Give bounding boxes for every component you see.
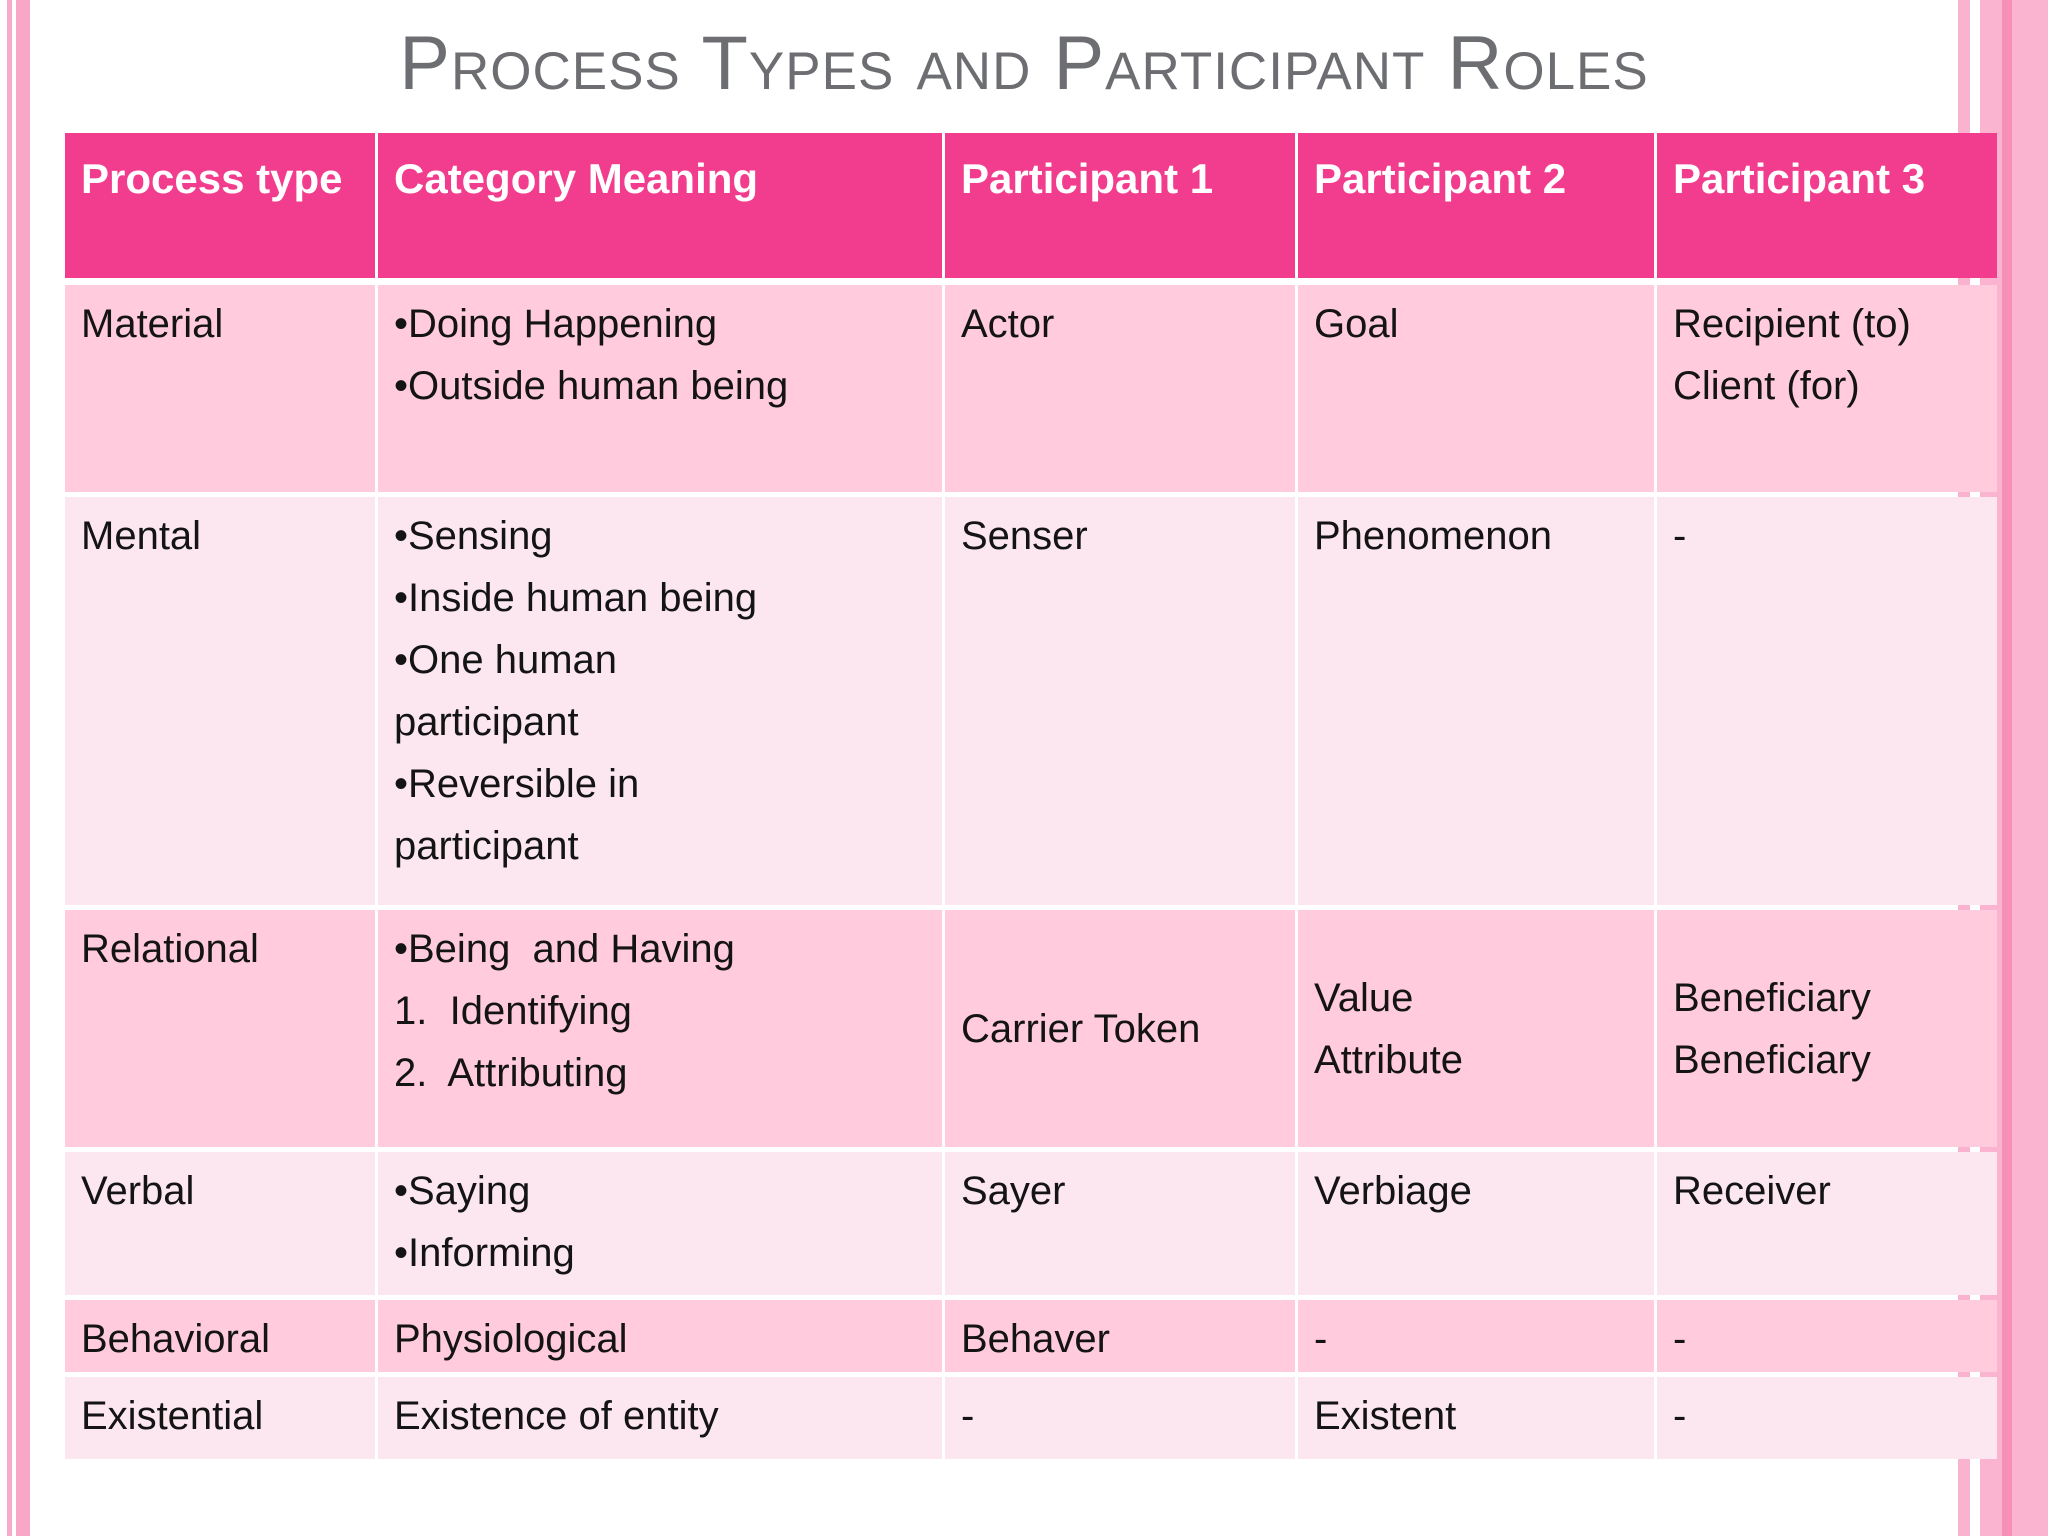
cell-line: •Saying xyxy=(394,1169,531,1213)
table-row: Verbal •Saying •Informing Sayer Verbiage Rece… xyxy=(65,1152,1997,1295)
cell-line: Value xyxy=(1314,975,1414,1020)
cell-line: Beneficiary xyxy=(1673,1037,1871,1082)
table-cell: •Sensing •Inside human being •One human par… xyxy=(378,497,942,905)
cell-line: Actor xyxy=(961,302,1055,346)
cell-line: Relational xyxy=(81,927,259,971)
table-cell: •Saying •Informing xyxy=(378,1152,942,1295)
left-border-stripe-thin xyxy=(7,0,12,1536)
table-cell: Material xyxy=(65,285,375,492)
slide-title: Process Types and Participant Roles xyxy=(399,21,1649,106)
table-cell: - xyxy=(1298,1300,1654,1372)
left-border-stripe-thick xyxy=(16,0,30,1536)
cell-line: •Sensing xyxy=(394,514,553,558)
table-cell: Existential xyxy=(65,1377,375,1459)
cell-line: Verbal xyxy=(81,1169,195,1213)
table-cell: Behaver xyxy=(945,1300,1295,1372)
header-cell-4: Participant 3 xyxy=(1657,133,1997,278)
table-row: Behavioral Physiological Behaver - - xyxy=(65,1300,1997,1372)
cell-line: Senser xyxy=(961,514,1088,558)
cell-line: Beneficiary xyxy=(1673,975,1871,1020)
table-cell: •Being and Having 1. Identifying 2. Attrib… xyxy=(378,910,942,1147)
table-cell: Goal xyxy=(1298,285,1654,492)
table-row: Existential Existence of entity - Existent - xyxy=(65,1377,1997,1459)
cell-line: Material xyxy=(81,302,224,346)
table-cell: Existent xyxy=(1298,1377,1654,1459)
cell-line: Phenomenon xyxy=(1314,514,1552,558)
table-cell: Physiological xyxy=(378,1300,942,1372)
header-cell-1: Category Meaning xyxy=(378,133,942,278)
cell-line: - xyxy=(1673,1317,1687,1361)
cell-line: - xyxy=(1673,514,1687,558)
cell-line: participant xyxy=(394,824,579,868)
cell-line: participant xyxy=(394,700,579,744)
cell-line: •Outside human being xyxy=(394,364,789,408)
cell-line: Existent xyxy=(1314,1394,1457,1438)
cell-line: Behavioral xyxy=(81,1317,271,1361)
table-cell: Sayer xyxy=(945,1152,1295,1295)
table-row: Material •Doing Happening •Outside human b… xyxy=(65,285,1997,492)
cell-line: Carrier Token xyxy=(961,1006,1201,1051)
table-cell: Receiver xyxy=(1657,1152,1997,1295)
cell-line: •One human xyxy=(394,638,618,682)
cell-line: Existential xyxy=(81,1394,264,1438)
table-cell: Mental xyxy=(65,497,375,905)
cell-line: •Reversible in xyxy=(394,762,640,806)
table-cell: - xyxy=(945,1377,1295,1459)
table-cell: Actor xyxy=(945,285,1295,492)
cell-line: Goal xyxy=(1314,302,1399,346)
table-cell: Existence of entity xyxy=(378,1377,942,1459)
cell-line: •Doing Happening xyxy=(394,302,718,346)
cell-line: Verbiage xyxy=(1314,1169,1472,1213)
table-row: Relational •Being and Having 1. Identifyin… xyxy=(65,910,1997,1147)
table-cell: - xyxy=(1657,497,1997,905)
cell-line: - xyxy=(1314,1317,1328,1361)
cell-line: 1. Identifying xyxy=(394,989,632,1033)
cell-line: Sayer xyxy=(961,1169,1066,1213)
right-border-band-dark-stripe xyxy=(2002,0,2012,1536)
cell-line: Receiver xyxy=(1673,1169,1831,1213)
table-cell: Carrier Token xyxy=(945,910,1295,1147)
header-cell-3: Participant 2 xyxy=(1298,133,1654,278)
table-cell: Senser xyxy=(945,497,1295,905)
cell-line: - xyxy=(961,1394,975,1438)
cell-line: Behaver xyxy=(961,1317,1110,1361)
table-cell: Relational xyxy=(65,910,375,1147)
table-cell: Recipient (to) Client (for) xyxy=(1657,285,1997,492)
cell-line: Attribute xyxy=(1314,1037,1463,1082)
cell-line: •Inside human being xyxy=(394,576,758,620)
table-cell: Verbal xyxy=(65,1152,375,1295)
cell-line: Client (for) xyxy=(1673,364,1860,408)
cell-line: - xyxy=(1673,1394,1687,1438)
cell-line: Recipient (to) xyxy=(1673,302,1911,346)
table-cell: •Doing Happening •Outside human being xyxy=(378,285,942,492)
table-cell: Verbiage xyxy=(1298,1152,1654,1295)
cell-line: Physiological xyxy=(394,1317,628,1361)
header-cell-0: Process type xyxy=(65,133,375,278)
table-cell: - xyxy=(1657,1300,1997,1372)
cell-line: 2. Attributing xyxy=(394,1051,628,1095)
table-cell: Behavioral xyxy=(65,1300,375,1372)
table-cell: - xyxy=(1657,1377,1997,1459)
header-cell-2: Participant 1 xyxy=(945,133,1295,278)
cell-line: •Informing xyxy=(394,1231,575,1275)
table-cell: Phenomenon xyxy=(1298,497,1654,905)
cell-line: Existence of entity xyxy=(394,1394,719,1438)
table-row: Mental •Sensing •Inside human being •One hu… xyxy=(65,497,1997,905)
cell-line: Mental xyxy=(81,514,202,558)
cell-line: •Being and Having xyxy=(394,927,735,971)
